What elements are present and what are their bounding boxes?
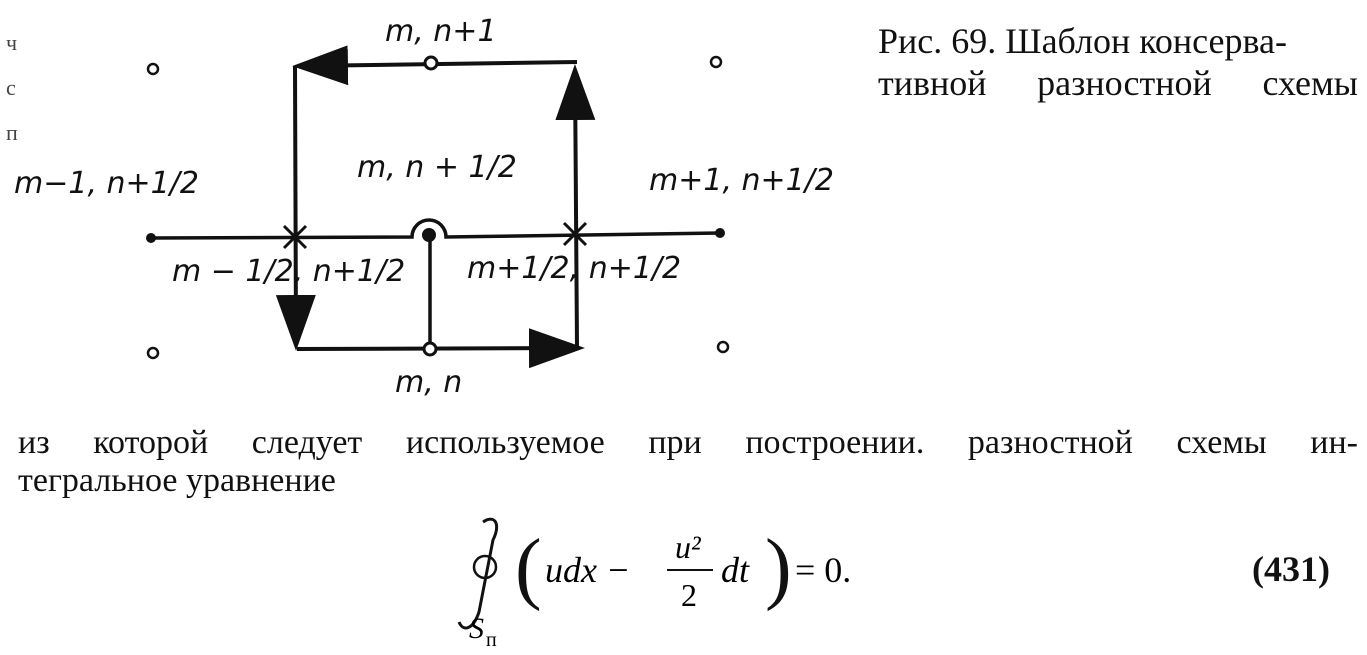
- label-right-node: m+1, n+1/2: [649, 163, 834, 198]
- margin-mark: п: [6, 120, 18, 145]
- paragraph-line: тегральное уравнение: [18, 462, 336, 499]
- label-right-cross: m+1/2, n+1/2: [467, 251, 681, 286]
- center-node: [422, 228, 436, 242]
- figure-caption: Рис. 69. Шаблон консерва- тивной разност…: [878, 20, 1358, 104]
- svg-text:): ): [765, 524, 792, 612]
- label-left-cross: m − 1/2, n+1/2: [172, 254, 405, 289]
- horizontal-axis-line: [150, 218, 721, 240]
- equation-number: (431): [1252, 549, 1330, 589]
- grid-node-bottom-left: [146, 346, 160, 360]
- caption-line: тивной разностной схемы: [878, 63, 1358, 103]
- margin-marks: ч с п: [6, 20, 56, 155]
- grid-node-top-left: [146, 62, 160, 76]
- conservative-scheme-template-diagram: m, n+1 m, n m, n + 1/2 m−1, n+1/2 m+1, n…: [14, 14, 834, 400]
- grid-node-bottom-right: [716, 340, 730, 354]
- contour-top-edge: [292, 45, 578, 86]
- contour-right-edge: [555, 64, 596, 349]
- label-left-node: m−1, n+1/2: [14, 166, 199, 201]
- integrand-right: dt: [721, 550, 750, 590]
- svg-text:(: (: [515, 524, 542, 612]
- label-bottom: m, n: [395, 365, 462, 400]
- body-paragraph: из которой следует используемое при пост…: [18, 424, 1358, 500]
- caption-line: Рис. 69. Шаблон консерва-: [878, 21, 1288, 61]
- fraction-denominator: 2: [681, 577, 697, 613]
- integral-equation: S п ( udx − u² 2 dt ) = 0.: [457, 517, 851, 650]
- equation-rhs: = 0.: [795, 550, 851, 590]
- margin-mark: ч: [6, 30, 18, 55]
- right-cross-marker: [562, 221, 588, 247]
- contour-integral-sign: [457, 517, 499, 630]
- integrand-left: udx −: [545, 550, 630, 590]
- paragraph-line: из которой следует используемое при пост…: [18, 424, 1358, 461]
- left-node: [146, 233, 156, 243]
- label-top: m, n+1: [385, 14, 497, 49]
- integral-subscript: S: [469, 612, 484, 645]
- label-center: m, n + 1/2: [357, 150, 517, 185]
- right-node: [715, 228, 725, 238]
- bottom-mid-node: [422, 341, 438, 357]
- integral-subscript-sub: п: [486, 629, 497, 650]
- margin-mark: с: [6, 75, 16, 100]
- top-mid-node: [423, 55, 439, 71]
- contour-left-edge: [275, 65, 316, 351]
- fraction-numerator: u²: [675, 529, 702, 565]
- left-cross-marker: [282, 224, 308, 250]
- grid-node-top-right: [709, 55, 723, 69]
